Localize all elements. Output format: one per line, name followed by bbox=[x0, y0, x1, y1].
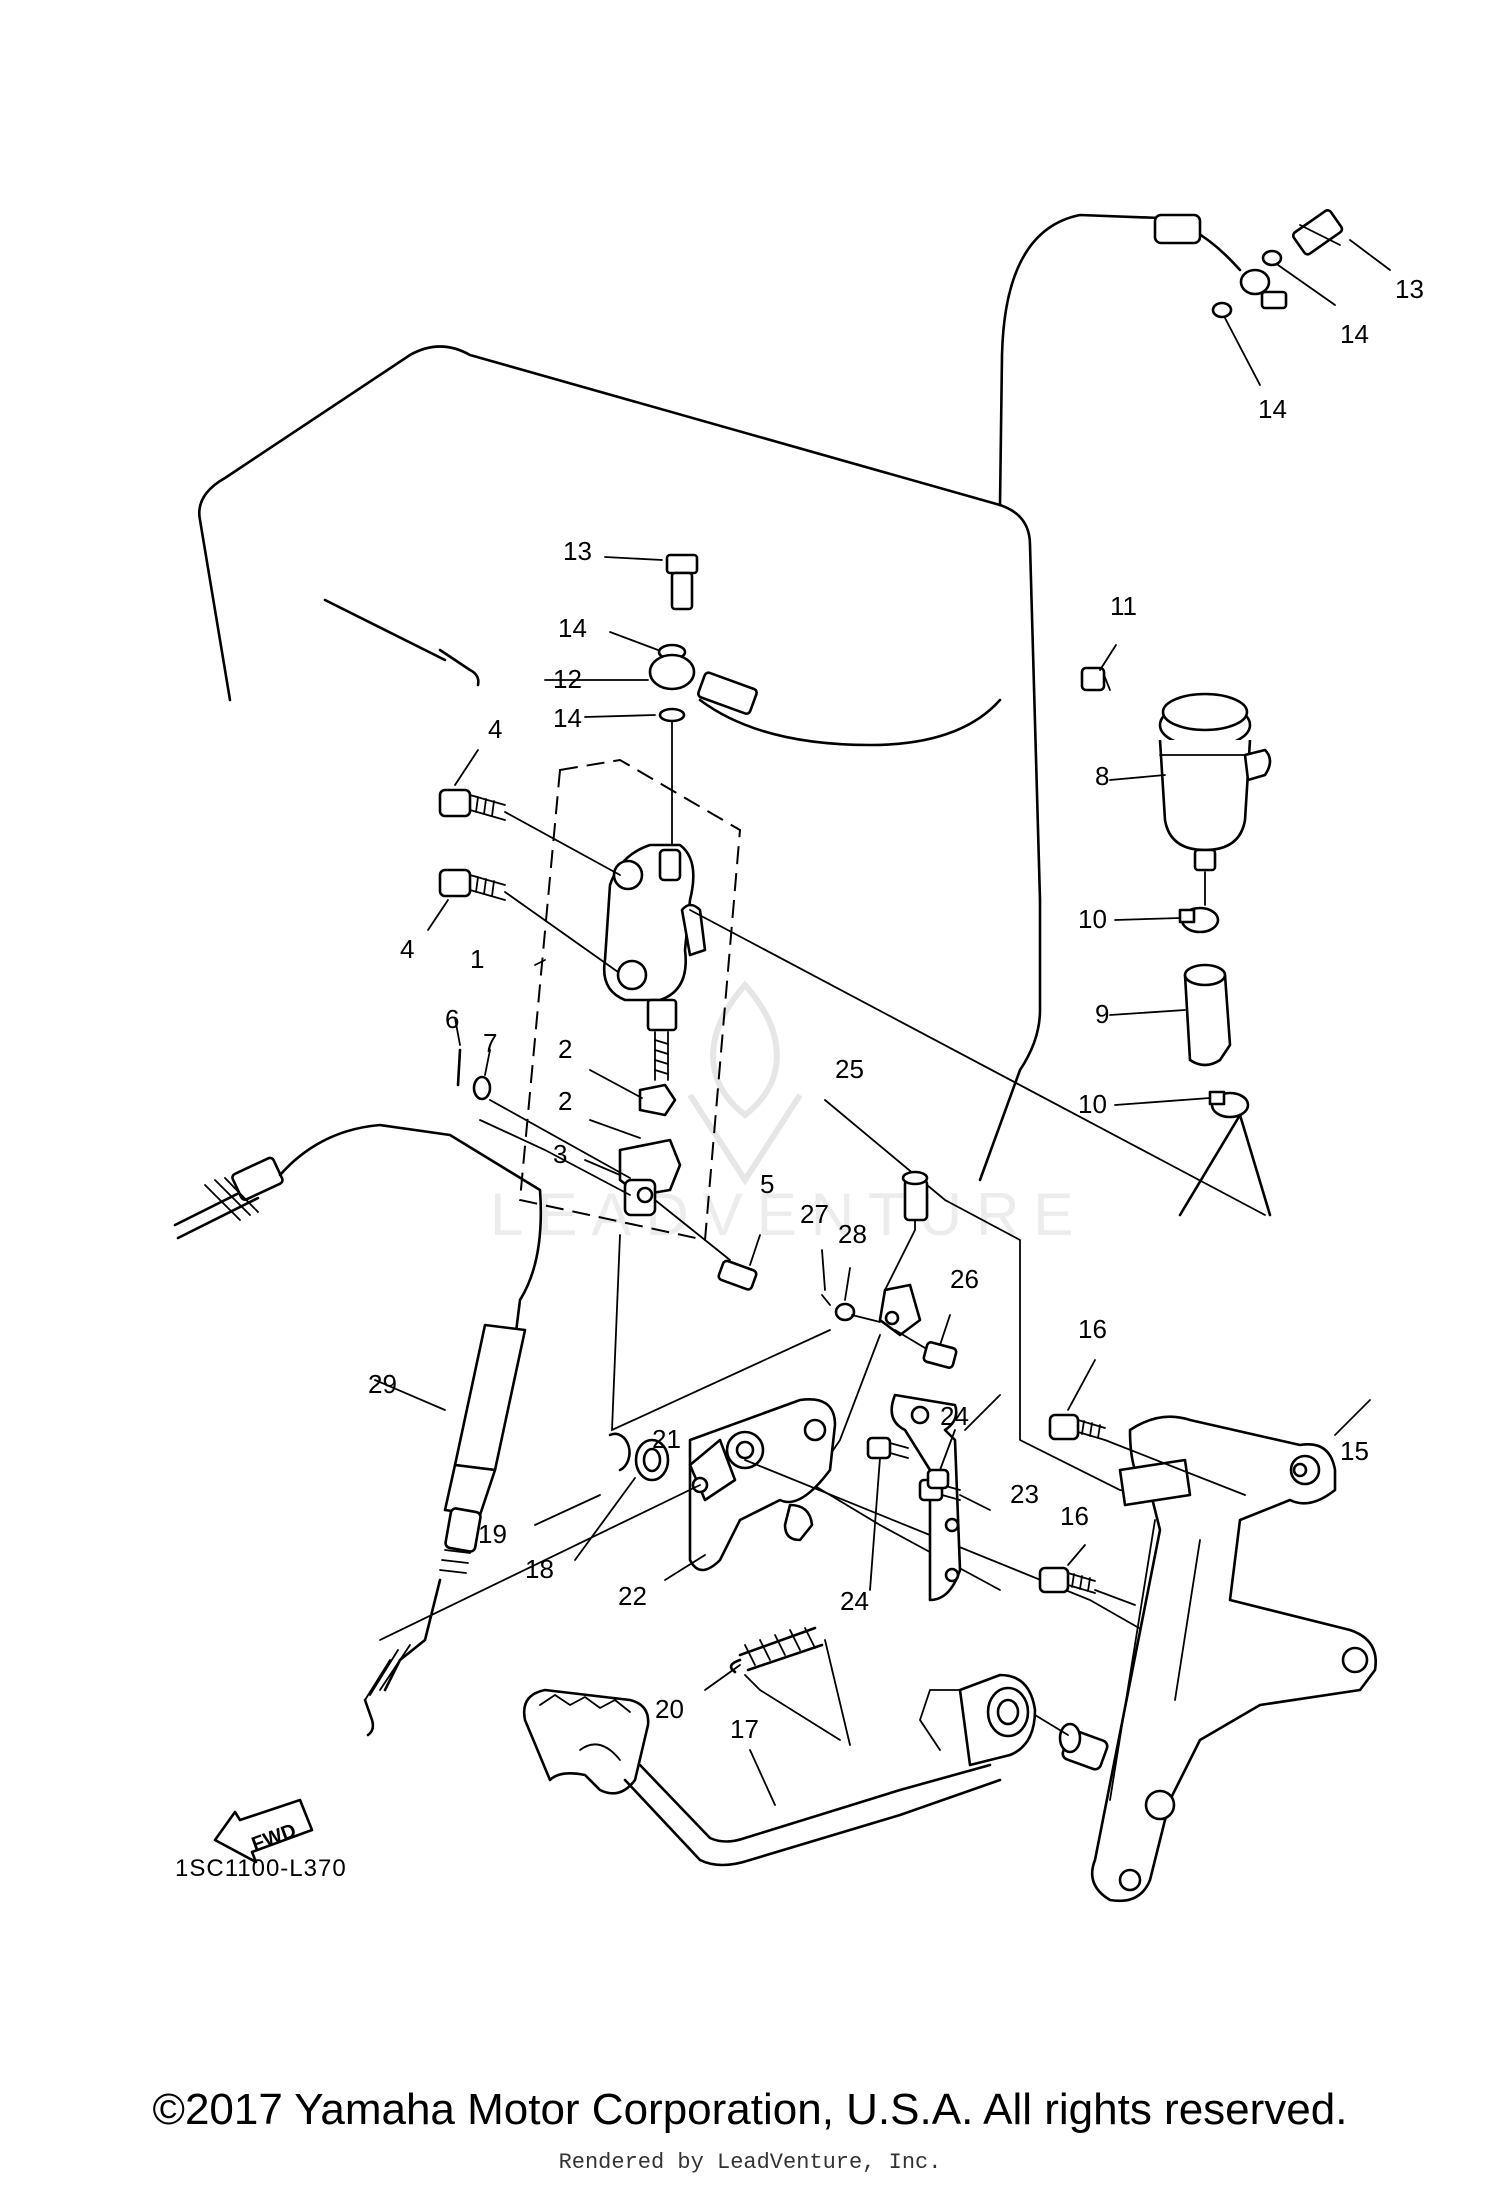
hose-clip-upper bbox=[1114, 871, 1220, 934]
callout-11: 11 bbox=[1110, 591, 1137, 621]
hose-banjo-top bbox=[1211, 209, 1391, 386]
cotter-pin bbox=[454, 1017, 462, 1087]
callout-13a: 13 bbox=[1395, 274, 1424, 304]
mounting-bolt-lower bbox=[427, 868, 619, 973]
callout-1: 1 bbox=[470, 944, 484, 974]
callout-20: 20 bbox=[655, 1694, 684, 1724]
callout-26: 26 bbox=[950, 1264, 979, 1294]
fwd-arrow-icon: FWD bbox=[213, 1798, 314, 1864]
callout-10a: 10 bbox=[1078, 904, 1107, 934]
callout-14d: 14 bbox=[553, 703, 582, 733]
callout-2a: 2 bbox=[558, 1034, 572, 1064]
footrest-bracket bbox=[1058, 1399, 1378, 1903]
brake-plate bbox=[890, 1393, 1001, 1602]
plate-bolt-upper-left bbox=[926, 1468, 950, 1490]
leadventure-watermark: LEADVENTURE bbox=[490, 980, 1087, 1248]
callout-labels: 1 2 2 3 4 4 5 6 7 8 9 10 10 11 12 13 13 … bbox=[368, 274, 1424, 1744]
callout-18: 18 bbox=[525, 1554, 554, 1584]
callout-14b: 14 bbox=[1258, 394, 1287, 424]
callout-13b: 13 bbox=[563, 536, 592, 566]
callout-25: 25 bbox=[835, 1054, 864, 1084]
return-spring-20 bbox=[704, 1626, 851, 1746]
callout-19: 19 bbox=[478, 1519, 507, 1549]
callout-2b: 2 bbox=[558, 1086, 572, 1116]
brake-switch-cable bbox=[173, 1123, 543, 1737]
mounting-bolt-upper bbox=[438, 749, 621, 876]
washer-18 bbox=[574, 1438, 670, 1561]
callout-6: 6 bbox=[445, 1004, 459, 1034]
callout-14c: 14 bbox=[558, 613, 587, 643]
callout-24a: 24 bbox=[940, 1401, 969, 1431]
callout-7: 7 bbox=[483, 1028, 497, 1058]
callout-27: 27 bbox=[800, 1199, 829, 1229]
callout-28: 28 bbox=[838, 1219, 867, 1249]
callout-16a: 16 bbox=[1078, 1314, 1107, 1344]
callout-17: 17 bbox=[730, 1714, 759, 1744]
brake-pedal bbox=[522, 1673, 1069, 1867]
callout-16b: 16 bbox=[1060, 1501, 1089, 1531]
brake-arm bbox=[379, 1397, 1161, 1641]
bracket-bolt-lower bbox=[1038, 1544, 1136, 1606]
rendered-by-notice: Rendered by LeadVenture, Inc. bbox=[558, 2150, 942, 2175]
hose-clip-lower bbox=[1114, 1090, 1272, 1217]
plain-washer-7 bbox=[472, 1049, 631, 1179]
callout-10b: 10 bbox=[1078, 1089, 1107, 1119]
bracket-bolt-upper bbox=[1048, 1359, 1246, 1496]
callout-3: 3 bbox=[553, 1139, 567, 1169]
master-cylinder-banjo bbox=[544, 553, 758, 846]
callout-4b: 4 bbox=[400, 934, 414, 964]
callout-8: 8 bbox=[1095, 761, 1109, 791]
callout-5: 5 bbox=[760, 1169, 774, 1199]
callout-12: 12 bbox=[553, 664, 582, 694]
callout-9: 9 bbox=[1095, 999, 1109, 1029]
diagram-code: 1SC1100-L370 bbox=[175, 1855, 347, 1882]
circlip bbox=[534, 1432, 631, 1526]
copyright-notice: ©2017 Yamaha Motor Corporation, U.S.A. A… bbox=[152, 2085, 1348, 2134]
callout-4a: 4 bbox=[488, 714, 502, 744]
callout-29: 29 bbox=[368, 1369, 397, 1399]
brake-hose-loop bbox=[197, 213, 1242, 1182]
callout-24b: 24 bbox=[840, 1586, 869, 1616]
svg-text:LEADVENTURE: LEADVENTURE bbox=[490, 1181, 1087, 1248]
callout-22: 22 bbox=[618, 1581, 647, 1611]
callout-21: 21 bbox=[652, 1424, 681, 1454]
callout-15: 15 bbox=[1340, 1436, 1369, 1466]
plate-bolt-lower bbox=[866, 1436, 909, 1591]
brake-fluid-reservoir bbox=[1080, 644, 1272, 872]
leader-lines bbox=[479, 909, 1266, 1501]
reservoir-hose bbox=[1109, 963, 1232, 1067]
callout-14a: 14 bbox=[1340, 319, 1369, 349]
master-cylinder-assembly bbox=[518, 758, 761, 1291]
callout-23: 23 bbox=[1010, 1479, 1039, 1509]
